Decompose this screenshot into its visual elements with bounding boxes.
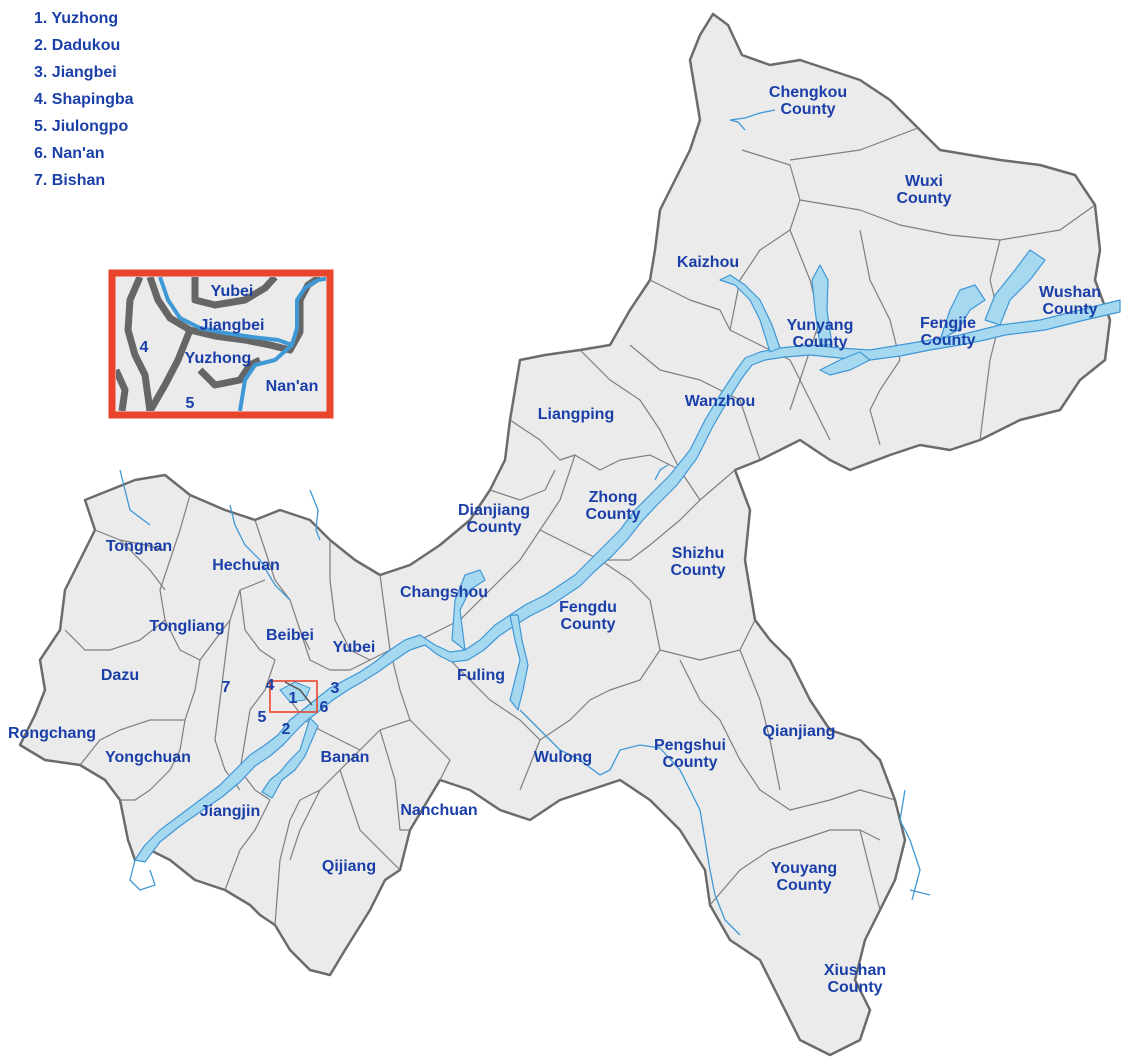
label-num-6: 6 — [320, 699, 329, 716]
label-num-3: 3 — [331, 680, 340, 697]
label-dazu: Dazu — [101, 667, 139, 684]
inset-label-5: 5 — [186, 395, 195, 412]
label-liangping: Liangping — [538, 406, 614, 423]
inset-label-jiangbei: Jiangbei — [200, 317, 265, 334]
region-outline — [18, 12, 1112, 1057]
label-beibei: Beibei — [266, 627, 314, 644]
label-hechuan: Hechuan — [212, 557, 280, 574]
label-banan: Banan — [321, 749, 370, 766]
inset-label-yuzhong: Yuzhong — [185, 350, 252, 367]
label-num-7: 7 — [222, 679, 231, 696]
label-kaizhou: Kaizhou — [677, 254, 739, 271]
label-num-4: 4 — [266, 677, 275, 694]
label-tongnan: Tongnan — [106, 538, 172, 555]
label-qijiang: Qijiang — [322, 858, 376, 875]
label-wulong: Wulong — [534, 749, 592, 766]
district-borders — [64, 127, 1096, 926]
label-tongliang: Tongliang — [149, 618, 224, 635]
label-wanzhou: Wanzhou — [685, 393, 756, 410]
legend-item: 5. Jiulongpo — [34, 118, 129, 135]
streams — [119, 109, 931, 936]
rivers — [134, 249, 1121, 863]
inset-label-nanan: Nan'an — [266, 378, 319, 395]
legend-item: 1. Yuzhong — [34, 10, 119, 27]
label-qianjiang: Qianjiang — [763, 723, 836, 740]
legend-item: 2. Dadukou — [34, 37, 121, 54]
legend-item: 6. Nan'an — [34, 145, 105, 162]
label-rongchang: Rongchang — [8, 725, 96, 742]
label-changshou: Changshou — [400, 584, 488, 601]
inset-map: Yubei Jiangbei Yuzhong Nan'an 4 5 — [108, 269, 334, 419]
label-jiangjin: Jiangjin — [200, 803, 260, 820]
label-nanchuan: Nanchuan — [400, 802, 477, 819]
legend-item: 7. Bishan — [34, 172, 106, 189]
inset-label-yubei: Yubei — [211, 283, 254, 300]
legend: 1. Yuzhong 2. Dadukou 3. Jiangbei 4. Sha… — [34, 5, 134, 194]
inset-label-4: 4 — [140, 339, 149, 356]
legend-item: 4. Shapingba — [34, 91, 134, 108]
label-fuling: Fuling — [457, 667, 505, 684]
label-yongchuan: Yongchuan — [105, 749, 191, 766]
label-num-1: 1 — [289, 690, 298, 707]
label-num-5: 5 — [258, 709, 267, 726]
label-num-2: 2 — [282, 721, 291, 738]
inset-locator — [269, 680, 318, 713]
urban-core — [269, 680, 318, 713]
legend-item: 3. Jiangbei — [34, 64, 117, 81]
label-yubei: Yubei — [333, 639, 376, 656]
